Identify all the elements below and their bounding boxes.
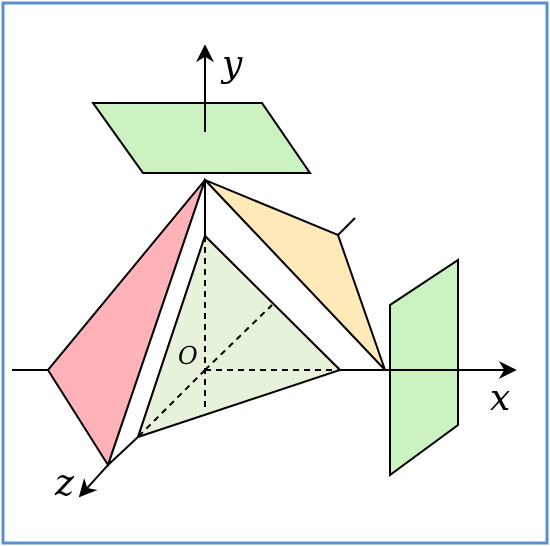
origin-label: O: [178, 342, 198, 370]
orange-face-tick: [337, 217, 356, 236]
y-axis-label: y: [220, 44, 243, 85]
hidden-edge-median: [204, 304, 273, 371]
z-axis: [78, 464, 109, 498]
x-axis-label: x: [490, 378, 510, 419]
right-plane: [389, 258, 459, 477]
z-axis-label: z: [54, 463, 75, 504]
hidden-edge-to-z: [137, 369, 206, 438]
